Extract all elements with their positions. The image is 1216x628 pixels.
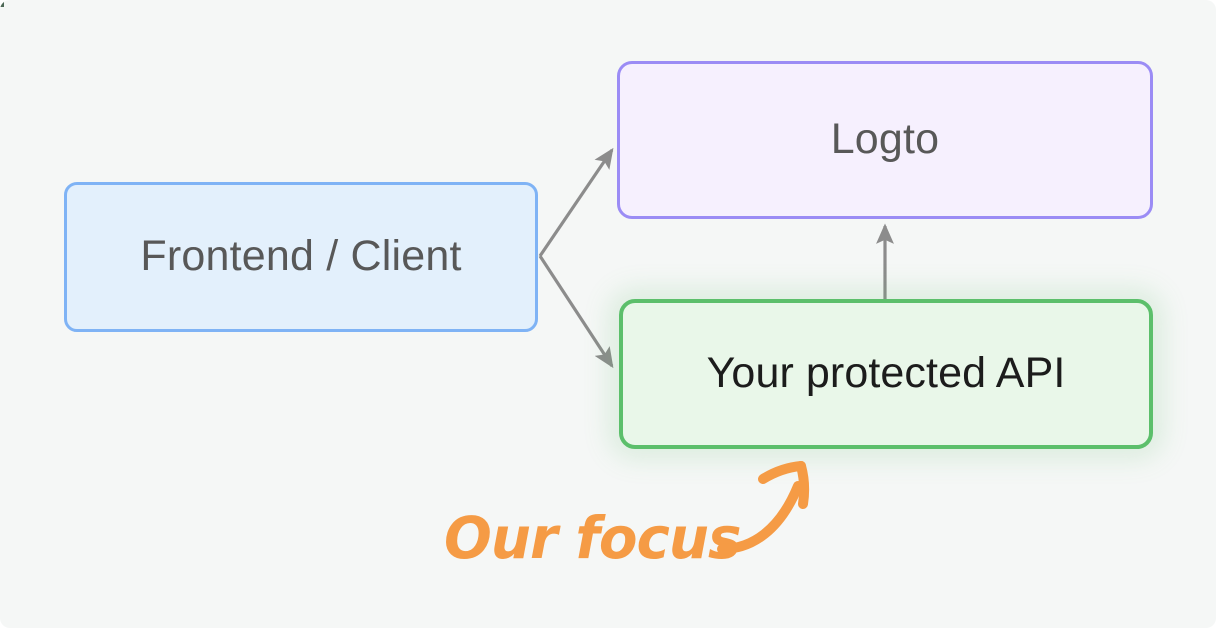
node-logto[interactable]: Logto	[617, 61, 1153, 219]
node-logto-label: Logto	[830, 115, 940, 164]
node-protected-api-label: Your protected API	[706, 349, 1066, 398]
node-frontend-client[interactable]: Frontend / Client	[64, 182, 538, 332]
edge-frontend-to-logto	[538, 147, 614, 257]
annotation-our-focus-text: Our focus	[444, 504, 741, 572]
node-frontend-client-label: Frontend / Client	[140, 232, 462, 281]
corner-artifact	[0, 0, 4, 7]
node-protected-api[interactable]: Your protected API	[619, 299, 1153, 449]
edge-frontend-to-api	[538, 255, 614, 369]
